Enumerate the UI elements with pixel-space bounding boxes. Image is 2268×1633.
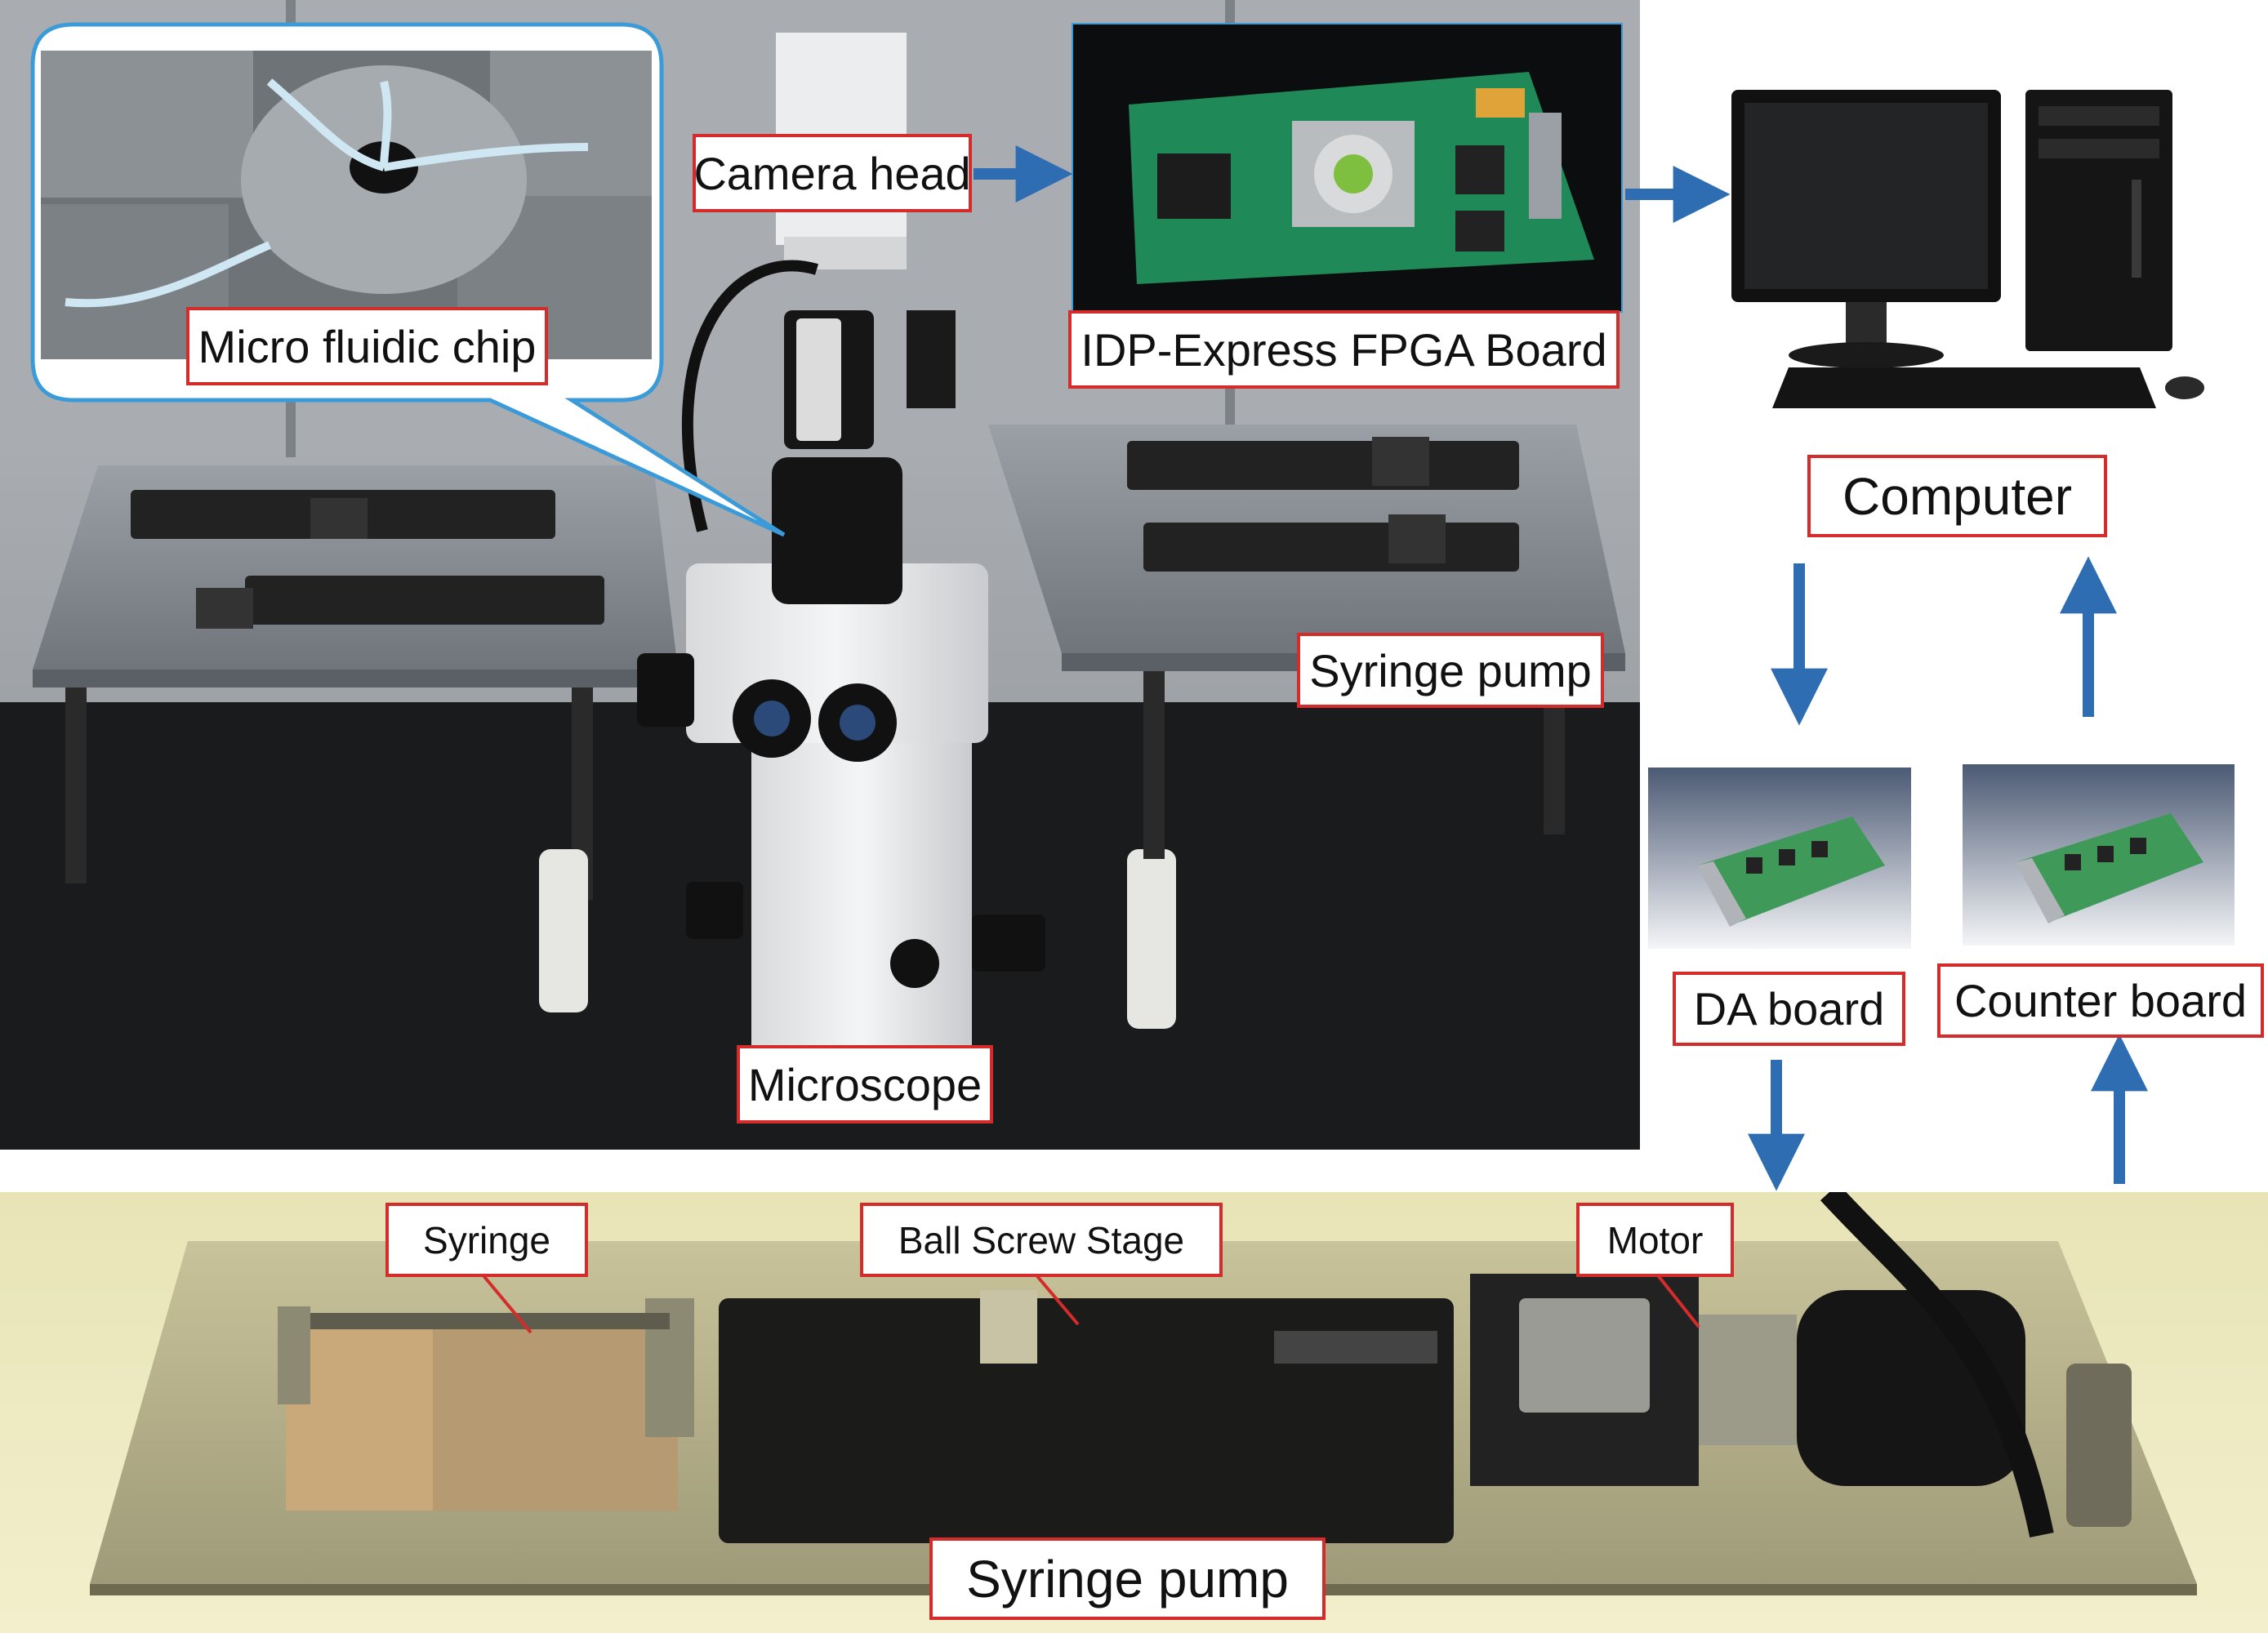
label-microscope: Microscope	[737, 1045, 993, 1124]
label-syringe: Syringe	[385, 1203, 588, 1277]
label-micro-fluidic-chip: Micro fluidic chip	[186, 307, 548, 385]
computer-photo	[1715, 73, 2205, 433]
fpga-board-photo	[1072, 23, 1623, 313]
label-counter-board: Counter board	[1937, 963, 2264, 1038]
label-syringe-pump-top: Syringe pump	[1297, 633, 1604, 708]
label-camera-head: Camera head	[693, 134, 972, 212]
label-da-board: DA board	[1673, 972, 1905, 1046]
label-syringe-pump-bottom: Syringe pump	[929, 1537, 1326, 1620]
counter-board-photo	[1963, 764, 2235, 946]
label-computer: Computer	[1807, 455, 2107, 537]
label-ball-screw-stage: Ball Screw Stage	[860, 1203, 1223, 1277]
da-board-photo	[1648, 768, 1911, 949]
label-fpga-board: IDP-Express FPGA Board	[1068, 310, 1620, 389]
label-motor: Motor	[1576, 1203, 1734, 1277]
